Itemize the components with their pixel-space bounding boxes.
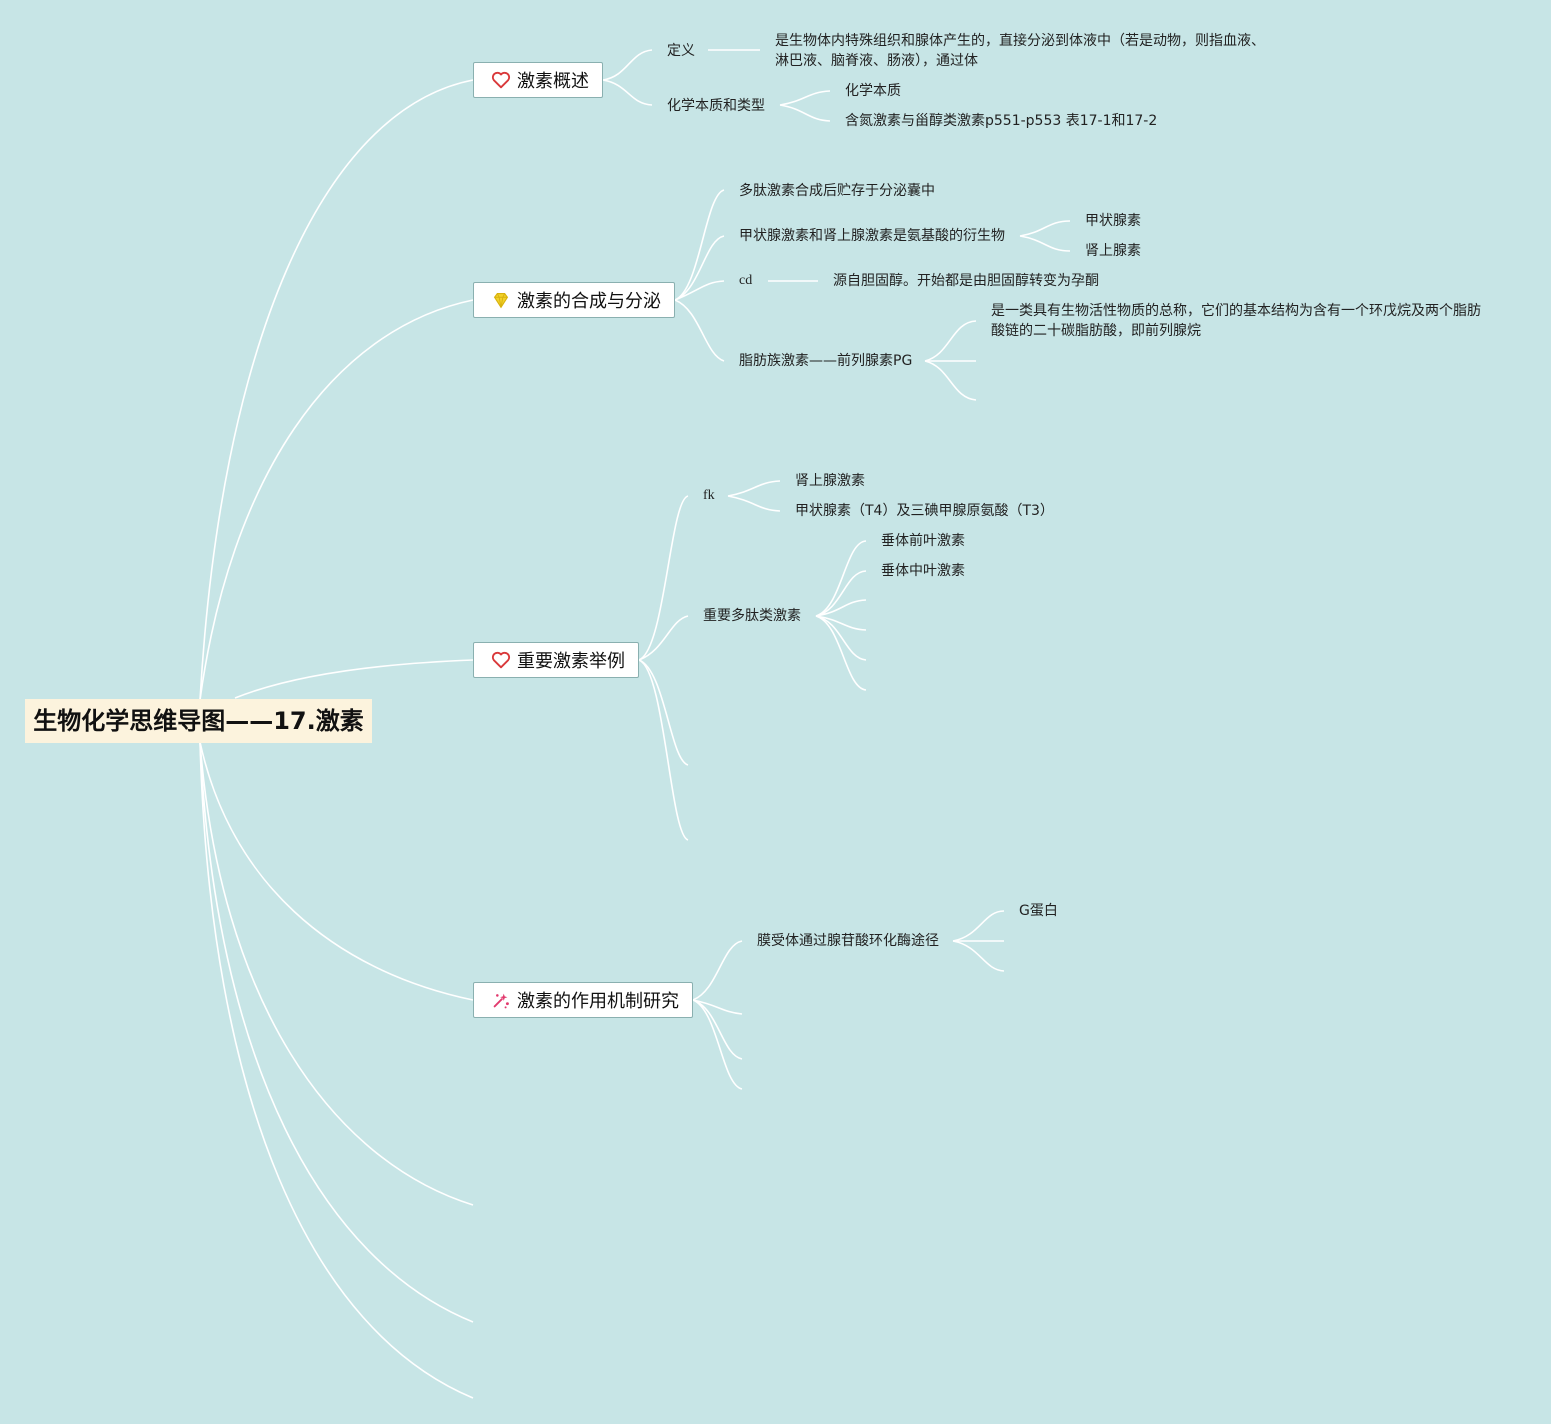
- node-membrane-receptor[interactable]: 膜受体通过腺苷酸环化酶途径: [757, 933, 939, 949]
- node-fatty-hormones[interactable]: 脂肪族激素——前列腺素PG: [739, 353, 913, 369]
- branch-mechanism[interactable]: 激素的作用机制研究: [473, 982, 693, 1018]
- node-prostaglandin-detail[interactable]: 是一类具有生物活性物质的总称，它们的基本结构为含有一个环戊烷及两个脂肪酸链的二十…: [991, 303, 1481, 339]
- node-chemical-nature[interactable]: 化学本质: [845, 83, 901, 99]
- node-hormone-classes[interactable]: 含氮激素与甾醇类激素p551-p553 表17-1和17-2: [845, 113, 1158, 129]
- branch-synthesis-label: 激素的合成与分泌: [517, 291, 661, 312]
- node-t4-t3[interactable]: 甲状腺素（T4）及三碘甲腺原氨酸（T3）: [795, 503, 1054, 519]
- node-adrenal-hormone[interactable]: 肾上腺激素: [795, 473, 865, 489]
- node-cd[interactable]: cd: [739, 273, 753, 288]
- branch-synthesis[interactable]: 激素的合成与分泌: [473, 282, 675, 318]
- sparkle-icon: [490, 989, 512, 1011]
- root-node[interactable]: 生物化学思维导图——17.激素: [25, 699, 372, 743]
- branch-examples-label: 重要激素举例: [517, 651, 625, 672]
- node-anterior-pituitary[interactable]: 垂体前叶激素: [881, 533, 965, 549]
- node-thyroxine[interactable]: 甲状腺素: [1085, 213, 1141, 229]
- heart-icon: [490, 69, 512, 91]
- node-definition-detail[interactable]: 是生物体内特殊组织和腺体产生的，直接分泌到体液中（若是动物，则指血液、淋巴液、脑…: [775, 33, 1265, 69]
- node-peptide-hormones[interactable]: 重要多肽类激素: [703, 608, 801, 624]
- node-chemical-nature-types[interactable]: 化学本质和类型: [667, 98, 765, 114]
- node-g-protein[interactable]: G蛋白: [1019, 903, 1058, 919]
- branch-overview-label: 激素概述: [517, 71, 589, 92]
- node-intermediate-pituitary[interactable]: 垂体中叶激素: [881, 563, 965, 579]
- node-adrenaline[interactable]: 肾上腺素: [1085, 243, 1141, 259]
- branch-examples[interactable]: 重要激素举例: [473, 642, 639, 678]
- node-definition[interactable]: 定义: [667, 43, 695, 59]
- node-fk[interactable]: fk: [703, 488, 715, 503]
- branch-overview[interactable]: 激素概述: [473, 62, 603, 98]
- node-peptide-storage[interactable]: 多肽激素合成后贮存于分泌囊中: [739, 183, 935, 199]
- node-cholesterol-origin[interactable]: 源自胆固醇。开始都是由胆固醇转变为孕酮: [833, 273, 1099, 289]
- heart-icon: [490, 649, 512, 671]
- branch-mechanism-label: 激素的作用机制研究: [517, 991, 679, 1012]
- node-amino-acid-derivatives[interactable]: 甲状腺激素和肾上腺激素是氨基酸的衍生物: [739, 228, 1005, 244]
- diamond-icon: [490, 289, 512, 311]
